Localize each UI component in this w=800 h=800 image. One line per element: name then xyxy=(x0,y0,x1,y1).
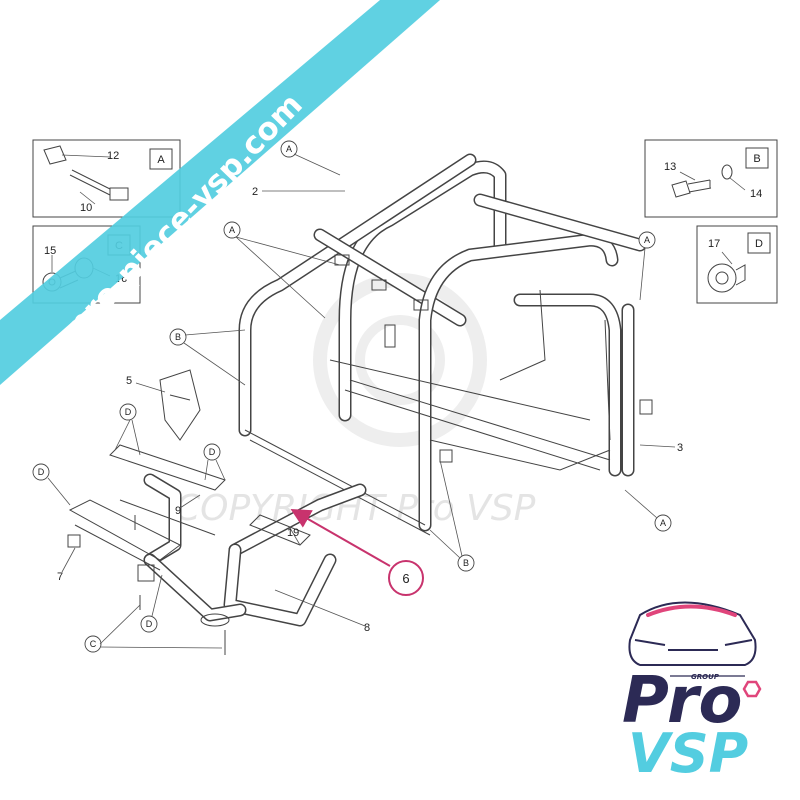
box-b-item-14: 14 xyxy=(750,188,762,200)
callout-d-2: D xyxy=(209,447,216,457)
part-label-19: 19 xyxy=(287,527,299,539)
logo-vsp-text: VSP xyxy=(628,722,748,785)
callout-b-2: B xyxy=(463,558,469,568)
callout-d-3: D xyxy=(38,467,45,477)
part-label-9: 9 xyxy=(175,505,181,517)
box-c-item-15: 15 xyxy=(44,245,56,257)
part-label-2: 2 xyxy=(252,186,258,198)
callout-d-4: D xyxy=(146,619,153,629)
provsp-logo: GROUP Pro VSP xyxy=(622,601,762,785)
highlight-label-6: 6 xyxy=(402,571,409,586)
part-label-5: 5 xyxy=(126,375,132,387)
highlight-part-6: 6 xyxy=(290,509,424,596)
roll-cage xyxy=(238,153,653,536)
callout-a-4: A xyxy=(660,518,666,528)
logo-group-text: GROUP xyxy=(691,673,720,681)
part-label-8: 8 xyxy=(364,622,370,634)
callout-a-1: A xyxy=(286,144,292,154)
callout-c-1: C xyxy=(90,639,97,649)
callout-leaders xyxy=(47,153,658,649)
box-d-item-17: 17 xyxy=(708,238,720,250)
part-labels: 2 3 5 7 8 9 19 xyxy=(57,186,683,634)
box-d-letter: D xyxy=(755,238,763,250)
callout-d-1: D xyxy=(125,407,132,417)
callout-a-2: A xyxy=(229,225,235,235)
parts-box-d: D 17 xyxy=(696,225,778,304)
logo-pro-text: Pro xyxy=(622,664,742,738)
callout-b-1: B xyxy=(175,332,181,342)
part-label-7: 7 xyxy=(57,571,63,583)
callouts xyxy=(32,140,672,653)
box-a-item-12: 12 xyxy=(107,150,119,162)
part-label-3: 3 xyxy=(677,442,683,454)
box-a-item-10: 10 xyxy=(80,202,92,214)
box-b-letter: B xyxy=(753,153,760,165)
callout-a-3: A xyxy=(644,235,650,245)
parts-box-b: B 13 14 xyxy=(644,139,778,218)
box-a-letter: A xyxy=(157,154,165,166)
box-b-item-13: 13 xyxy=(664,161,676,173)
